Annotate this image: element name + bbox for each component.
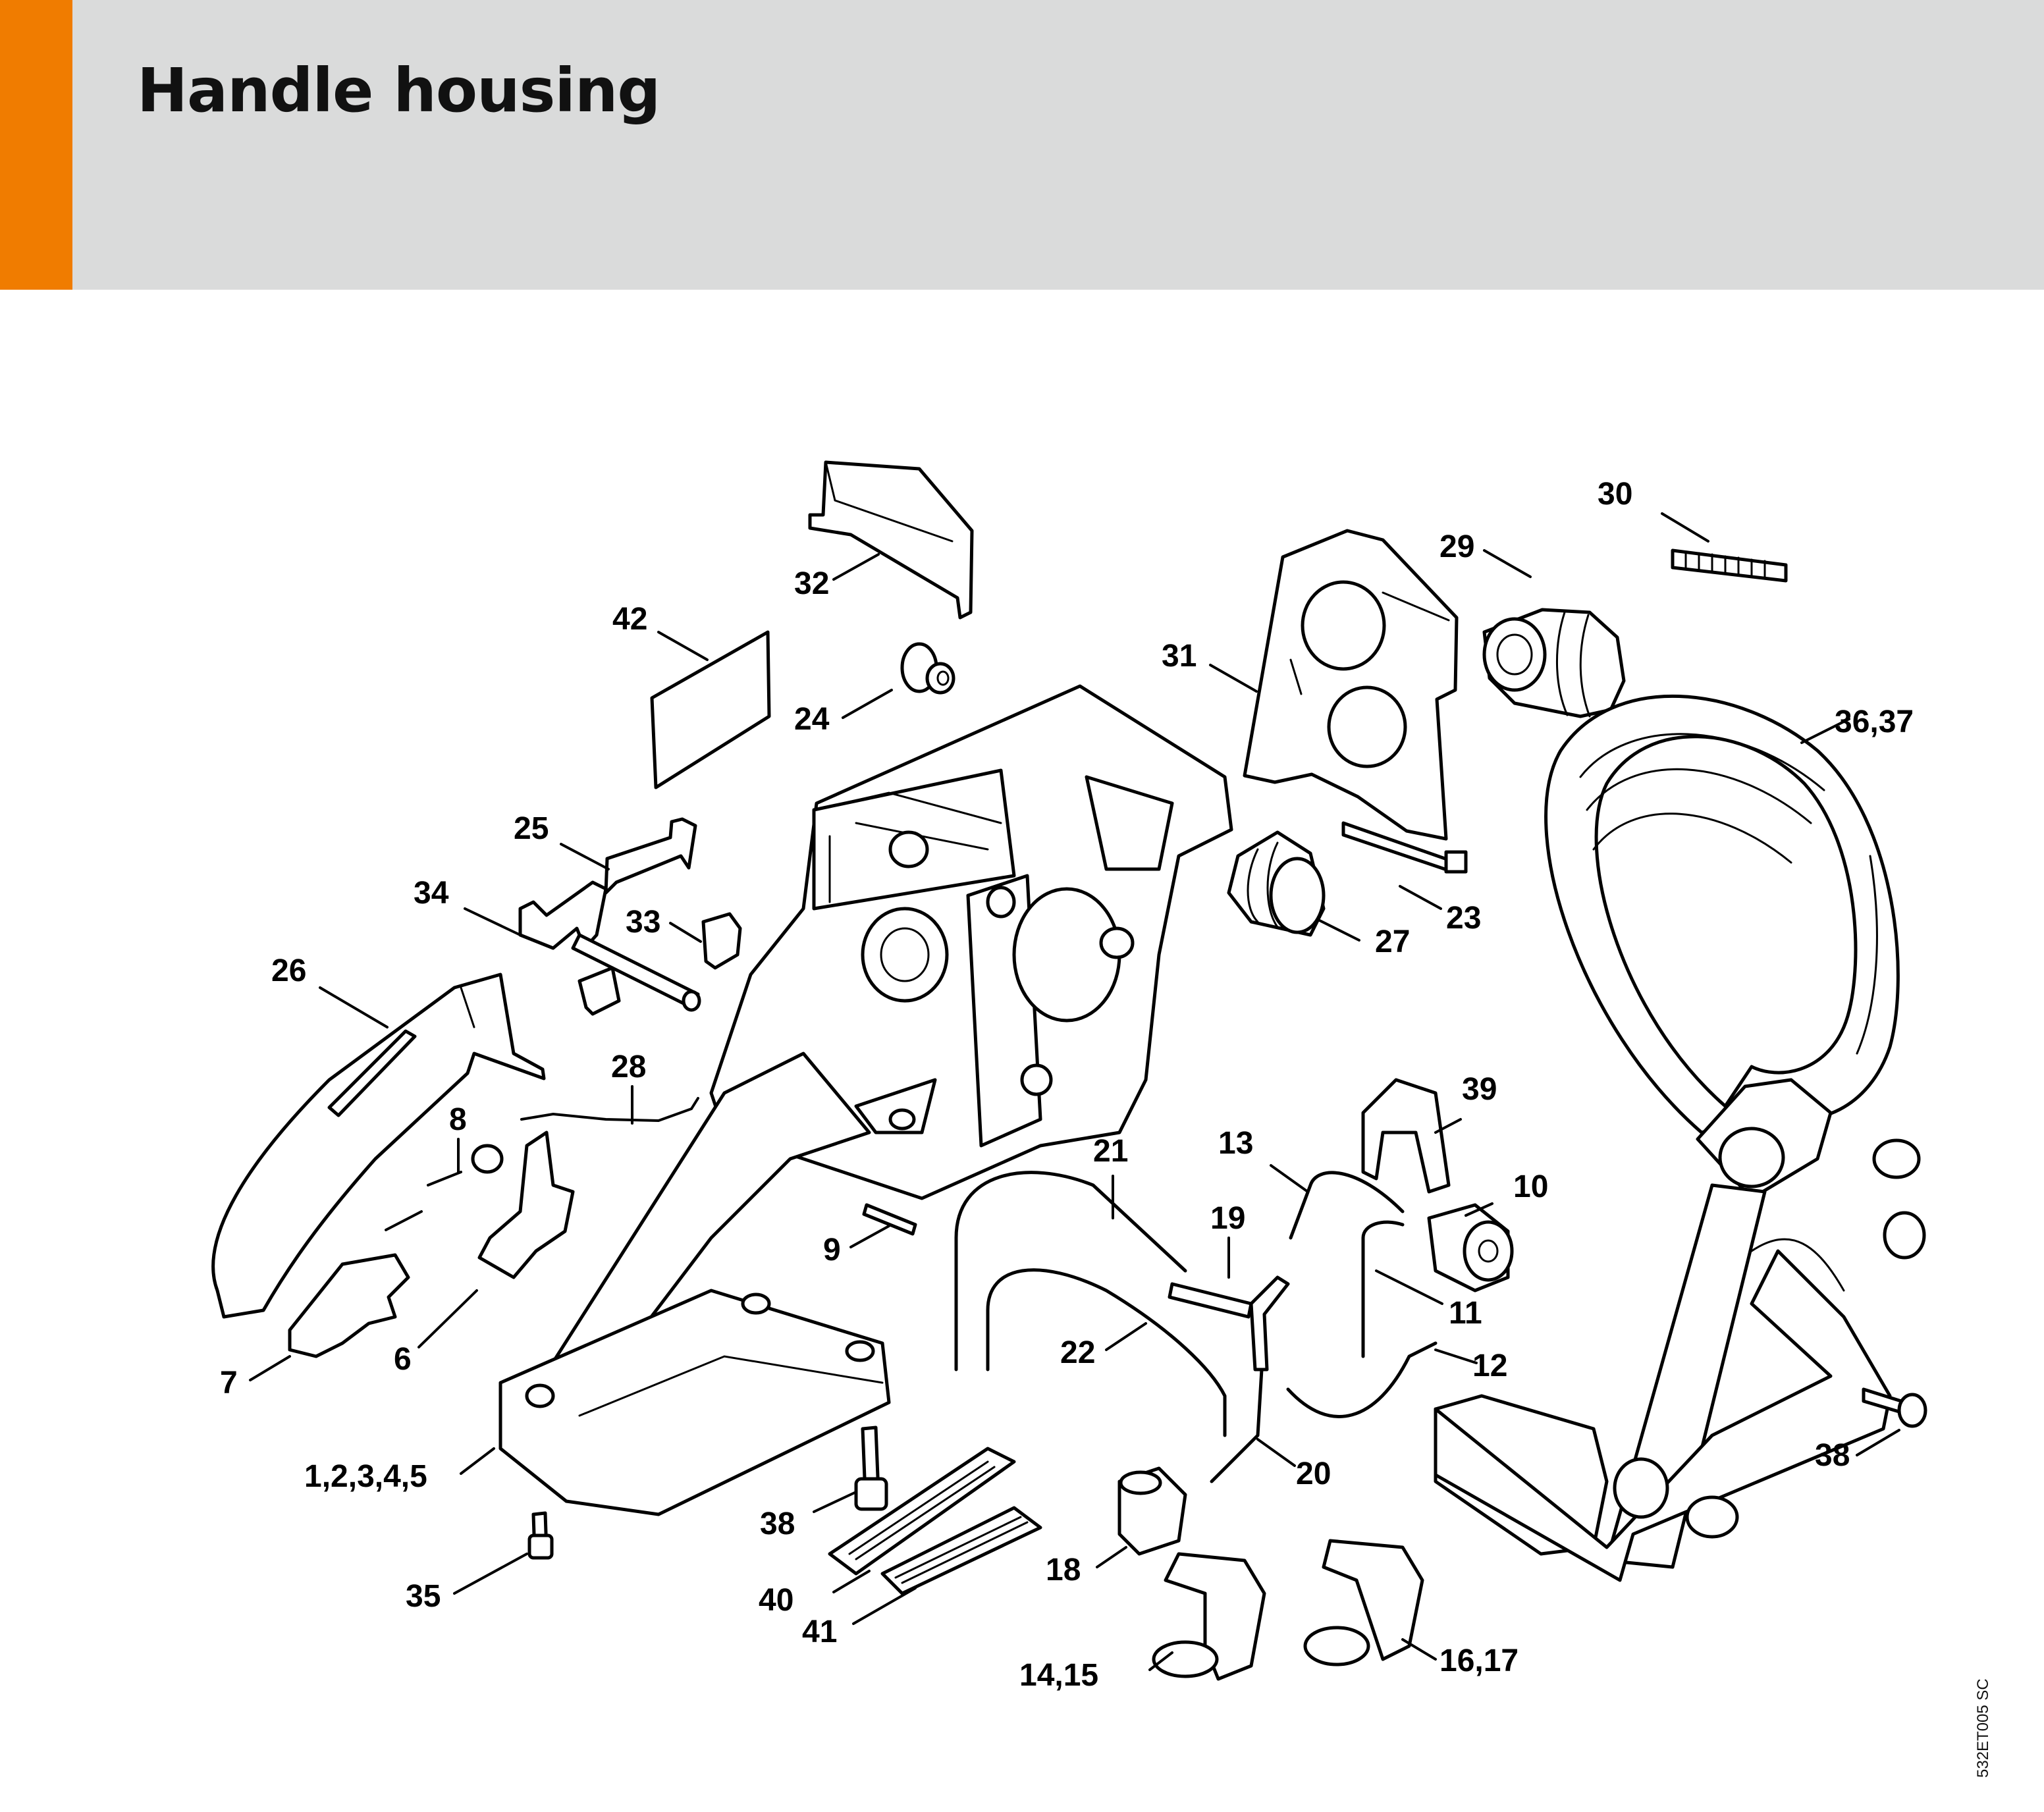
callout-19: 19 xyxy=(1210,1201,1245,1236)
callout-27: 27 xyxy=(1375,924,1410,959)
part-7-lever xyxy=(288,1253,410,1358)
callout-35: 35 xyxy=(406,1579,441,1614)
part-40-pad xyxy=(828,1447,1016,1576)
part-14-15-bracket xyxy=(1152,1552,1266,1681)
part-30-rod xyxy=(1671,548,1788,583)
callout-25: 25 xyxy=(514,811,549,846)
callout-40: 40 xyxy=(759,1583,793,1618)
callout-labels: 1,2,3,4,5 6 7 8 9 10 11 12 13 14,15 16,1… xyxy=(220,477,1914,1693)
callout-29: 29 xyxy=(1439,529,1474,564)
part-36-37-handlebar xyxy=(1434,694,1900,1582)
callout-31: 31 xyxy=(1162,639,1197,674)
part-1-5-handle-housing xyxy=(498,684,1233,1516)
part-34-shaft xyxy=(518,880,701,1016)
part-19-connector xyxy=(1168,1275,1290,1372)
callout-11: 11 xyxy=(1449,1296,1482,1331)
callout-8: 8 xyxy=(449,1102,467,1137)
part-22-hose xyxy=(986,1268,1227,1437)
part-9-pin xyxy=(862,1203,917,1236)
part-38-screw-right xyxy=(1862,1387,1927,1428)
callout-24: 24 xyxy=(794,702,830,737)
stud-top-right xyxy=(1872,1138,1921,1179)
part-25-lever xyxy=(604,817,697,895)
callout-36-37: 36,37 xyxy=(1835,705,1914,739)
callout-38a: 38 xyxy=(760,1506,795,1541)
part-42-decal xyxy=(650,630,771,789)
callout-12: 12 xyxy=(1472,1348,1507,1383)
callout-38b: 38 xyxy=(1815,1438,1850,1473)
part-33-bracket xyxy=(701,912,742,970)
part-39-clip xyxy=(1361,1078,1451,1194)
accent-stripe xyxy=(0,0,72,290)
reference-code: 532ET005 SC xyxy=(1974,1678,1992,1778)
callout-21: 21 xyxy=(1093,1134,1128,1169)
callout-39: 39 xyxy=(1462,1072,1497,1107)
part-13-hose xyxy=(1289,1171,1405,1240)
callout-32: 32 xyxy=(794,566,829,601)
part-35-screw xyxy=(527,1511,554,1560)
callout-7: 7 xyxy=(220,1366,238,1400)
part-29-boot xyxy=(1482,608,1626,718)
callout-9: 9 xyxy=(823,1233,841,1267)
part-20-hose xyxy=(1210,1368,1264,1483)
callout-34: 34 xyxy=(414,876,449,911)
page-title: Handle housing xyxy=(137,55,660,126)
part-21-hose xyxy=(954,1171,1187,1372)
callout-28: 28 xyxy=(611,1050,646,1084)
stud-bottom xyxy=(1685,1495,1739,1539)
part-10-primer xyxy=(1427,1203,1514,1292)
callout-30: 30 xyxy=(1598,477,1632,512)
callout-10: 10 xyxy=(1513,1169,1548,1204)
callout-22: 22 xyxy=(1060,1335,1095,1370)
part-28-spring xyxy=(520,1097,699,1123)
part-26-handle-cover xyxy=(211,973,546,1319)
callout-1-5: 1,2,3,4,5 xyxy=(304,1459,427,1494)
part-6-trigger xyxy=(477,1131,575,1279)
part-24-grommet xyxy=(900,642,955,695)
part-12-hose xyxy=(1286,1341,1438,1418)
part-23-bolt xyxy=(1341,821,1468,874)
callout-23: 23 xyxy=(1446,901,1481,936)
part-32-cover xyxy=(808,460,974,620)
callout-13: 13 xyxy=(1218,1126,1253,1161)
part-27-mount xyxy=(1227,830,1326,937)
callout-41: 41 xyxy=(802,1614,837,1649)
part-11-hose xyxy=(1361,1220,1405,1358)
leader-lines xyxy=(249,512,1900,1671)
part-8-clip xyxy=(385,1144,504,1231)
callout-20: 20 xyxy=(1296,1456,1331,1491)
callout-18: 18 xyxy=(1046,1553,1081,1587)
stud-mid-right xyxy=(1883,1211,1926,1260)
part-31-shroud xyxy=(1243,529,1459,841)
callout-6: 6 xyxy=(394,1342,412,1377)
part-16-17-bracket xyxy=(1303,1539,1424,1666)
callout-33: 33 xyxy=(626,905,660,940)
callout-16-17: 16,17 xyxy=(1439,1643,1519,1678)
header-bar: Handle housing xyxy=(0,0,2044,290)
part-41-pad xyxy=(880,1506,1042,1595)
part-38-screw-left xyxy=(854,1426,888,1511)
callout-26: 26 xyxy=(271,953,306,988)
callout-14-15: 14,15 xyxy=(1019,1658,1098,1693)
part-18-filter xyxy=(1117,1466,1187,1556)
callout-42: 42 xyxy=(612,602,647,637)
